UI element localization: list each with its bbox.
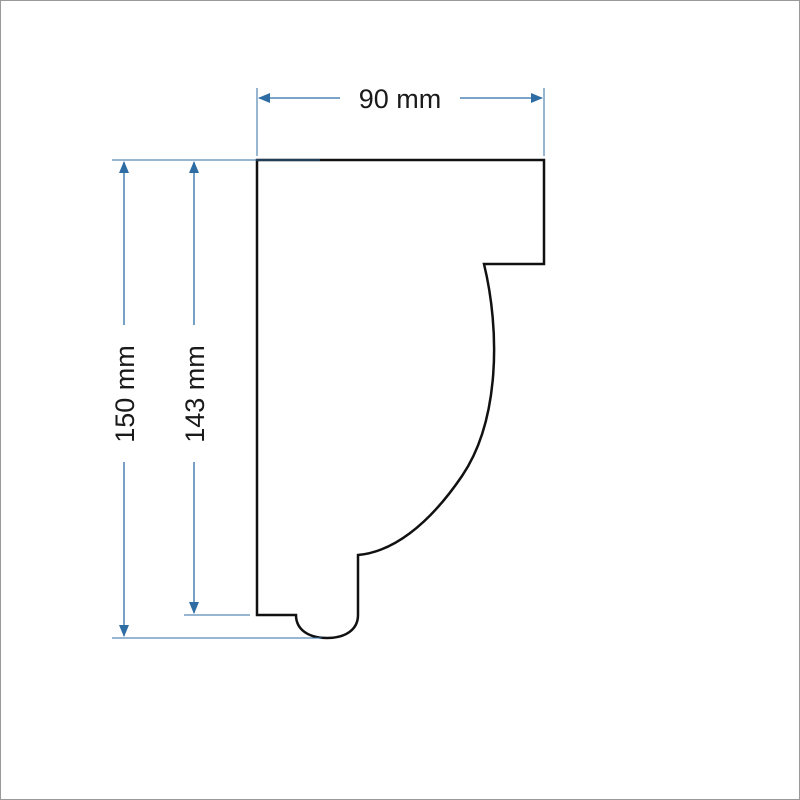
- total-height-label: 150 mm: [110, 345, 140, 443]
- width-label: 90 mm: [359, 84, 442, 114]
- body-height-dimension: 143 mm: [180, 161, 250, 616]
- cornice-profile-outline: [255, 158, 546, 640]
- total-height-dimension: 150 mm: [110, 159, 322, 639]
- body-height-label: 143 mm: [180, 345, 210, 443]
- width-dimension: 90 mm: [256, 84, 545, 156]
